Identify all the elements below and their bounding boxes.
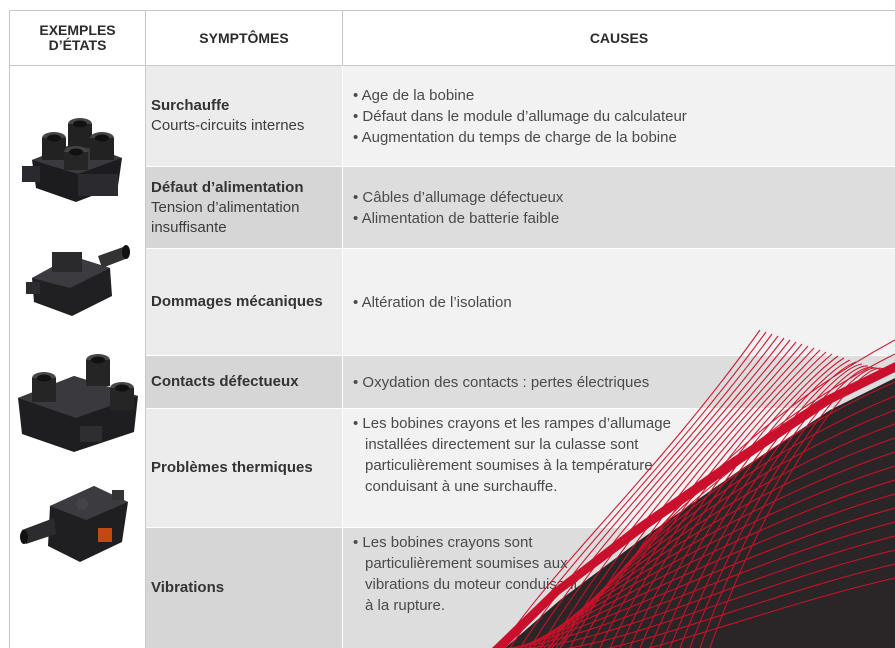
cause-item: • Câbles d’allumage défectueux [353, 188, 564, 206]
cause-item: • Augmentation du temps de charge de la … [353, 128, 677, 146]
header-examples-line1: EXEMPLES [39, 22, 116, 38]
symptom-title: Défaut d’alimentation [151, 178, 304, 196]
causes-cell: • Age de la bobine • Défaut dans le modu… [343, 66, 895, 166]
table-row: Problèmes thermiques • Les bobines crayo… [146, 409, 895, 528]
symptom-title: Vibrations [151, 579, 225, 596]
symptom-cell: Surchauffe Courts-circuits internes [146, 66, 343, 166]
symptom-subtitle: Courts-circuits internes [151, 117, 305, 134]
ignition-coil-block-image [22, 118, 122, 202]
causes-cell: • Câbles d’allumage défectueux • Aliment… [343, 167, 895, 248]
symptom-title: Dommages mécaniques [151, 293, 323, 310]
header-causes: CAUSES [343, 10, 895, 66]
header-symptoms: SYMPTÔMES [146, 10, 343, 66]
symptom-title: Contacts défectueux [151, 373, 299, 390]
ignition-coil-pack-image [18, 354, 138, 452]
cause-item: • Les bobines crayons sont particulièrem… [353, 534, 578, 614]
cause-item: • Alimentation de batterie faible [353, 209, 560, 227]
causes-cell: • Les bobines crayons et les rampes d’al… [343, 409, 895, 527]
symptom-title: Surchauffe [151, 97, 230, 114]
symptom-subtitle: Tension d’alimentation insuffisante [151, 198, 300, 236]
cause-item: • Age de la bobine [353, 86, 475, 104]
table-row: Vibrations • Les bobines crayons sont pa… [146, 528, 895, 648]
examples-column [9, 66, 146, 648]
table-row: Contacts défectueux • Oxydation des cont… [146, 356, 895, 409]
ignition-coil-compact-image [20, 486, 128, 562]
cause-item: • Altération de l’isolation [353, 293, 512, 311]
header-examples-line2: D’ÉTATS [48, 37, 107, 53]
table-row: Dommages mécaniques • Altération de l’is… [146, 249, 895, 356]
causes-cell: • Altération de l’isolation [343, 249, 895, 355]
symptom-cell: Problèmes thermiques [146, 409, 343, 527]
symptom-cell: Dommages mécaniques [146, 249, 343, 355]
symptom-cell: Défaut d’alimentation Tension d’alimenta… [146, 167, 343, 248]
symptom-title: Problèmes thermiques [151, 459, 313, 476]
cause-item: • Oxydation des contacts : pertes électr… [353, 373, 650, 391]
table-row: Défaut d’alimentation Tension d’alimenta… [146, 167, 895, 249]
table-row: Surchauffe Courts-circuits internes • Ag… [146, 66, 895, 167]
cause-item: • Les bobines crayons et les rampes d’al… [353, 415, 671, 495]
causes-cell: • Les bobines crayons sont particulièrem… [343, 528, 895, 648]
causes-cell: • Oxydation des contacts : pertes électr… [343, 356, 895, 408]
symptom-cell: Contacts défectueux [146, 356, 343, 408]
ignition-coil-single-image [26, 245, 130, 316]
symptom-cell: Vibrations [146, 528, 343, 648]
cause-item: • Défaut dans le module d’allumage du ca… [353, 107, 687, 125]
